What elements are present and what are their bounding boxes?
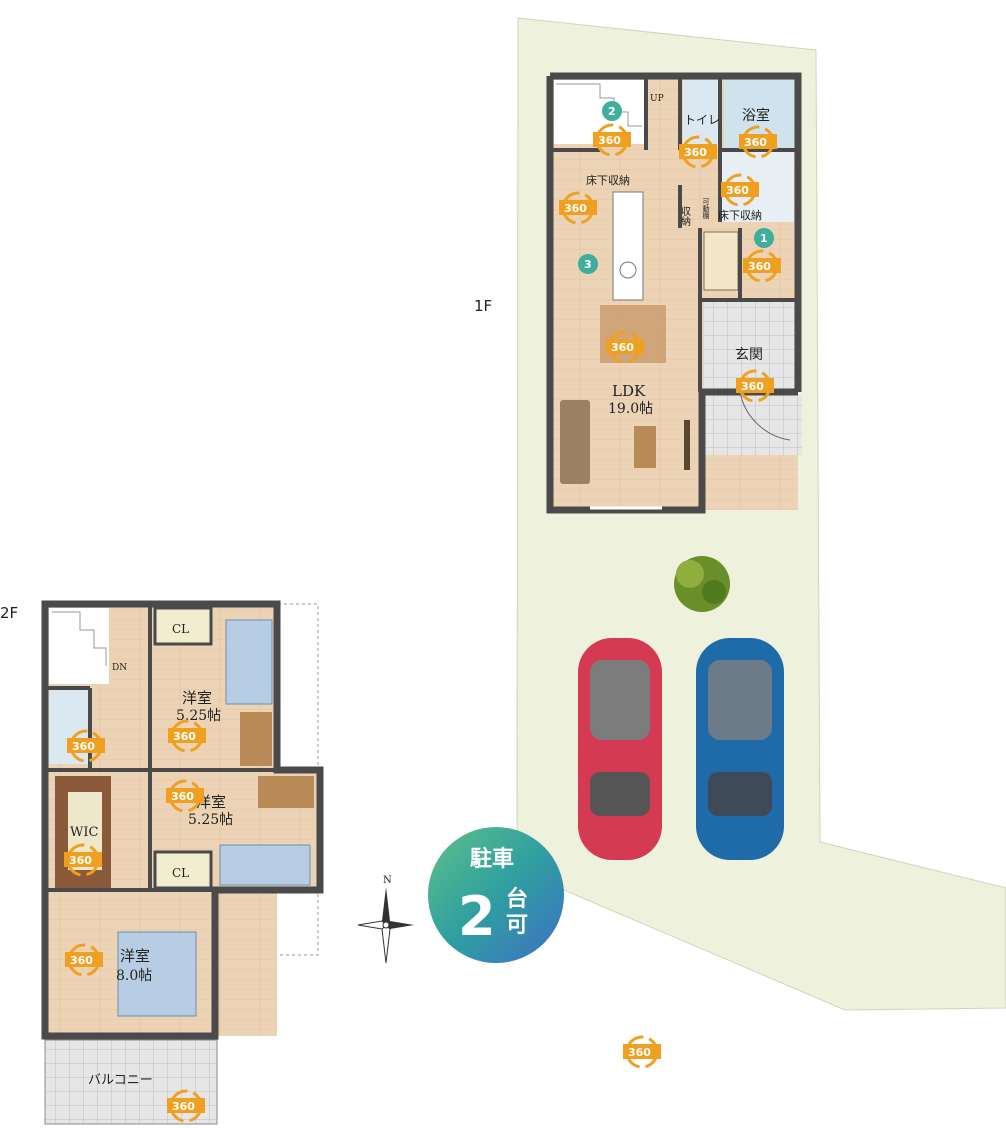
panorama-360-badge[interactable]: 360 bbox=[168, 719, 206, 753]
svg-text:360: 360 bbox=[748, 260, 771, 273]
parking-count: 2 bbox=[458, 885, 496, 948]
label-cl-1: CL bbox=[172, 622, 189, 636]
tree-icon bbox=[674, 556, 730, 612]
label-underfloor-1: 床下収納 bbox=[586, 173, 630, 187]
compass-icon: N bbox=[357, 875, 414, 964]
label-wic: WIC bbox=[70, 825, 98, 840]
viewpoint-marker-3[interactable] bbox=[578, 254, 598, 274]
svg-text:360: 360 bbox=[744, 136, 767, 149]
label-room3-size: 8.0帖 bbox=[116, 968, 152, 984]
panorama-360-badge[interactable]: 360 bbox=[65, 943, 103, 977]
compass-north: N bbox=[383, 875, 392, 886]
svg-text:3: 3 bbox=[584, 258, 592, 271]
floor-label-2f: 2F bbox=[0, 604, 19, 622]
label-room1: 洋室 bbox=[182, 689, 212, 707]
panorama-360-badge[interactable]: 360 bbox=[739, 125, 777, 159]
panorama-360-badge[interactable]: 360 bbox=[166, 779, 204, 813]
parking-line1: 駐車 bbox=[470, 846, 514, 872]
svg-text:360: 360 bbox=[171, 790, 194, 803]
viewpoint-marker-2[interactable] bbox=[602, 101, 622, 121]
svg-text:360: 360 bbox=[684, 146, 707, 159]
svg-text:360: 360 bbox=[72, 740, 95, 753]
label-storage: 収納 bbox=[679, 206, 691, 227]
car-red-icon bbox=[578, 638, 662, 860]
panorama-360-badge[interactable]: 360 bbox=[593, 123, 631, 157]
panorama-badges: 360 360 360 360 360 360 360 360 360 360 360 360 360 3… bbox=[64, 123, 781, 1123]
svg-text:360: 360 bbox=[69, 854, 92, 867]
svg-text:360: 360 bbox=[70, 954, 93, 967]
svg-text:360: 360 bbox=[611, 341, 634, 354]
parking-badge: 駐車 2 台 可 bbox=[428, 827, 564, 963]
first-floor-labels: UP トイレ 浴室 床下収納 収納 可動棚 床下収納 LDK 19.0帖 玄関 bbox=[586, 94, 770, 417]
first-floor-building bbox=[546, 72, 802, 514]
panorama-360-badge[interactable]: 360 bbox=[743, 249, 781, 283]
svg-text:1: 1 bbox=[760, 232, 768, 245]
svg-text:360: 360 bbox=[741, 380, 764, 393]
viewpoint-markers: 1 2 3 bbox=[578, 101, 774, 274]
svg-text:360: 360 bbox=[173, 730, 196, 743]
panorama-360-badge[interactable]: 360 bbox=[736, 369, 774, 403]
label-underfloor-2: 床下収納 bbox=[718, 208, 762, 222]
label-balcony: バルコニー bbox=[88, 1073, 153, 1088]
svg-text:360: 360 bbox=[628, 1046, 651, 1059]
label-up: UP bbox=[650, 94, 664, 104]
svg-text:360: 360 bbox=[172, 1100, 195, 1113]
label-room3: 洋室 bbox=[120, 947, 150, 965]
svg-text:360: 360 bbox=[564, 202, 587, 215]
label-movable-shelf: 可動棚 bbox=[702, 198, 710, 220]
svg-text:360: 360 bbox=[598, 134, 621, 147]
panorama-360-badge[interactable]: 360 bbox=[606, 330, 644, 364]
panorama-360-badge[interactable]: 360 bbox=[679, 135, 717, 169]
panorama-360-badge[interactable]: 360 bbox=[167, 1089, 205, 1123]
parking-unit: 台 bbox=[506, 886, 528, 912]
car-blue-icon bbox=[696, 638, 784, 860]
panorama-360-badge[interactable]: 360 bbox=[623, 1035, 661, 1069]
label-toilet-1f: トイレ bbox=[684, 113, 720, 127]
label-room2-size: 5.25帖 bbox=[188, 812, 233, 828]
label-ldk: LDK bbox=[612, 382, 646, 400]
panorama-360-badge[interactable]: 360 bbox=[67, 729, 105, 763]
floor-label-1f: 1F bbox=[474, 297, 493, 315]
label-dn: DN bbox=[112, 663, 127, 673]
label-entrance: 玄関 bbox=[735, 346, 763, 363]
panorama-360-badge[interactable]: 360 bbox=[64, 843, 102, 877]
parking-suffix: 可 bbox=[506, 913, 528, 938]
viewpoint-marker-1[interactable] bbox=[754, 228, 774, 248]
label-cl-2: CL bbox=[172, 866, 189, 880]
svg-text:2: 2 bbox=[608, 105, 616, 118]
panorama-360-badge[interactable]: 360 bbox=[559, 191, 597, 225]
label-bath: 浴室 bbox=[742, 107, 770, 124]
panorama-360-badge[interactable]: 360 bbox=[721, 173, 759, 207]
label-ldk-size: 19.0帖 bbox=[608, 401, 653, 417]
svg-text:360: 360 bbox=[726, 184, 749, 197]
